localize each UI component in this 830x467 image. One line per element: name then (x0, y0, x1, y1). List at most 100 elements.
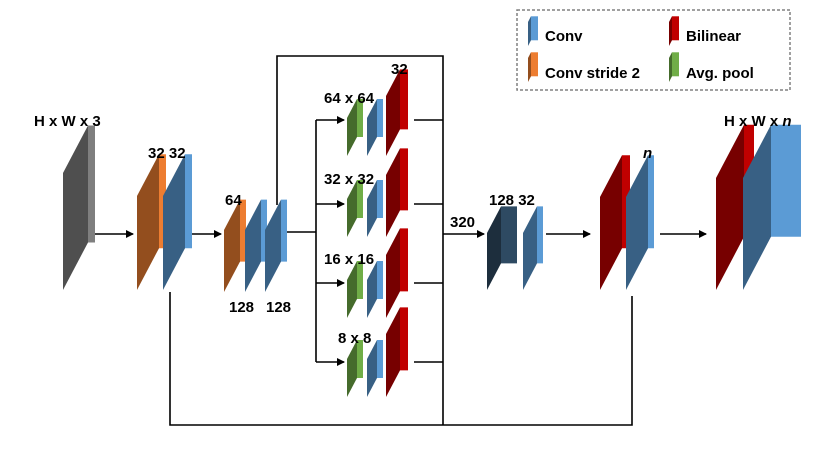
block-side-face (347, 99, 357, 156)
stage2-bottom-label-1: 128 (229, 299, 254, 316)
block-side-face (137, 154, 159, 290)
block-side-face (347, 261, 357, 318)
block-side-face (386, 69, 400, 156)
stage2-conv-stride2 (224, 199, 246, 292)
block-front-face (357, 180, 363, 218)
block-side-face (386, 148, 400, 237)
output-shape-n: n (782, 113, 791, 130)
concat-channels-label: 320 (450, 214, 475, 231)
block-front-face (377, 99, 383, 137)
block-front-face (377, 340, 383, 378)
skip-connection-top (276, 55, 444, 425)
branch1-avg-pool (347, 99, 363, 156)
stage2-top-label: 64 (225, 192, 242, 209)
branch2-conv (367, 180, 383, 237)
block-front-face (281, 199, 287, 262)
legend-bilinear-swatch (669, 16, 679, 46)
block-side-face (367, 261, 377, 318)
block-front-face (88, 125, 95, 243)
block-side-face (347, 180, 357, 237)
block-front-face (377, 261, 383, 299)
branch3-size-label: 16 x 16 (324, 251, 374, 268)
block-side-face (743, 124, 771, 290)
stage2-conv-2 (265, 199, 287, 292)
block-front-face (240, 199, 246, 262)
upsample-bilinear (600, 155, 630, 290)
block-front-face (400, 148, 408, 211)
branch4-bilinear (386, 307, 408, 397)
branch4-avg-pool (347, 340, 363, 397)
block-front-face (537, 206, 543, 264)
block-front-face (400, 307, 408, 371)
legend: Conv Bilinear Conv stride 2 Avg. pool (516, 9, 791, 91)
block-side-face (63, 125, 88, 290)
block-side-face (528, 52, 531, 82)
block-side-face (367, 340, 377, 397)
stage1-conv (163, 154, 192, 290)
block-side-face (386, 307, 400, 397)
input-block (63, 125, 95, 290)
stage2-conv-1 (245, 199, 267, 292)
branch1-conv (367, 99, 383, 156)
block-front-face (357, 340, 363, 378)
block-side-face (669, 52, 672, 82)
branch4-conv (367, 340, 383, 397)
block-front-face (771, 124, 801, 237)
legend-conv-label: Conv (545, 28, 583, 45)
block-front-face (377, 180, 383, 218)
branch1-bilinear (386, 69, 408, 156)
output-conv (743, 124, 801, 290)
branch3-conv (367, 261, 383, 318)
block-side-face (716, 124, 744, 290)
block-front-face (400, 69, 408, 130)
legend-avg-pool-swatch (669, 52, 679, 82)
block-front-face (400, 228, 408, 292)
branch2-bilinear (386, 148, 408, 237)
block-side-face (347, 340, 357, 397)
stage3-conv-dark (487, 206, 517, 290)
stage3-channels-label: 128 32 (489, 192, 535, 209)
n-channels-label: n (643, 145, 652, 162)
input-shape-label: H x W x 3 (34, 113, 101, 130)
block-side-face (224, 199, 240, 292)
stage1-channels-label: 32 32 (148, 145, 186, 162)
block-side-face (487, 206, 501, 290)
branch1-channels-label: 32 (391, 61, 408, 78)
legend-conv-swatch (528, 16, 538, 46)
connections (90, 55, 707, 426)
block-side-face (245, 199, 261, 292)
legend-bilinear-label: Bilinear (686, 28, 741, 45)
branch2-avg-pool (347, 180, 363, 237)
legend-conv-stride2-label: Conv stride 2 (545, 65, 640, 82)
stage3-conv (523, 206, 543, 290)
branch2-size-label: 32 x 32 (324, 171, 374, 188)
block-front-face (672, 52, 679, 77)
output-shape-prefix: H x W x (724, 113, 782, 130)
stage2-bottom-label-2: 128 (266, 299, 291, 316)
block-side-face (163, 154, 185, 290)
block-front-face (531, 52, 538, 77)
final-conv (626, 155, 654, 290)
branch1-size-label: 64 x 64 (324, 90, 375, 107)
skip-connection-bottom (169, 292, 633, 426)
branch3-avg-pool (347, 261, 363, 318)
block-side-face (523, 206, 537, 290)
block-front-face (648, 155, 654, 249)
block-front-face (531, 16, 538, 41)
branch3-bilinear (386, 228, 408, 318)
block-front-face (357, 261, 363, 299)
legend-conv-stride2-swatch (528, 52, 538, 82)
block-side-face (528, 16, 531, 46)
output-shape-label: H x W x n (724, 113, 792, 130)
branch4-size-label: 8 x 8 (338, 330, 371, 347)
block-side-face (367, 180, 377, 237)
block-side-face (600, 155, 622, 290)
block-side-face (669, 16, 672, 46)
block-side-face (367, 99, 377, 156)
block-front-face (185, 154, 192, 249)
stage1-conv-stride2 (137, 154, 166, 290)
block-front-face (501, 206, 517, 264)
block-front-face (357, 99, 363, 137)
block-side-face (386, 228, 400, 318)
